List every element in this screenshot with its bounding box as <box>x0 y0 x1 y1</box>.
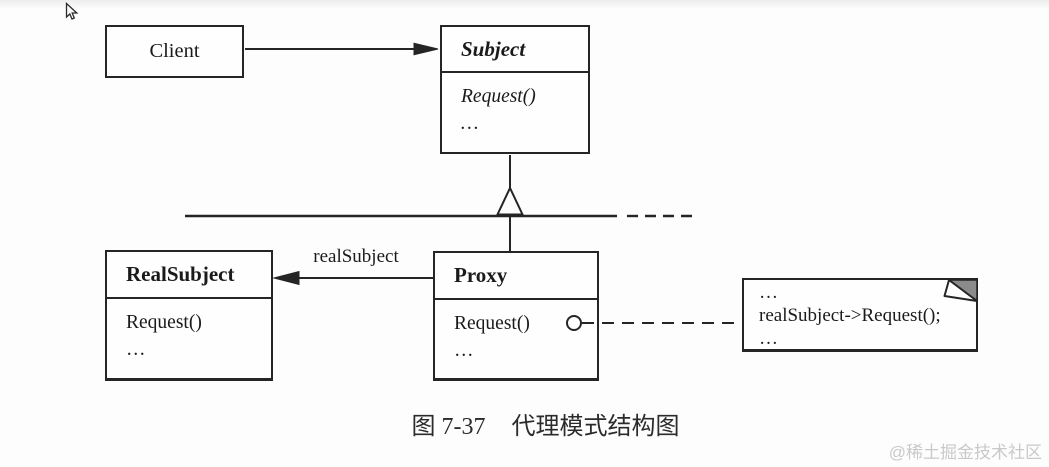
class-box-client: Client <box>105 25 244 78</box>
figure-caption: 图 7-37 代理模式结构图 <box>0 406 1049 441</box>
method-request: Request() <box>126 312 202 333</box>
mouse-cursor-icon <box>65 2 79 20</box>
note-line: … <box>759 328 778 349</box>
method-ellipsis: … <box>461 113 479 134</box>
client-subject-arrow <box>245 42 439 56</box>
class-title-client: Client <box>149 40 200 62</box>
class-methods-subject: Request() … <box>442 73 588 137</box>
class-title-proxy: Proxy <box>435 253 597 300</box>
class-box-proxy: Proxy Request() … <box>433 251 599 381</box>
association-label-realsubject: realSubject <box>313 246 399 267</box>
watermark-text: @稀土掘金技术社区 <box>888 443 1042 462</box>
method-ellipsis: … <box>126 339 146 360</box>
method-request: Request() <box>461 86 536 107</box>
proxy-realsubject-arrow <box>272 270 433 286</box>
note-line: … <box>759 282 778 303</box>
class-box-realsubject: RealSubject Request() … <box>105 250 273 381</box>
class-methods-proxy: Request() … <box>435 300 597 364</box>
class-title-subject: Subject <box>442 27 588 73</box>
figure-number: 图 7-37 <box>411 414 486 440</box>
figure-title: 代理模式结构图 <box>511 414 680 440</box>
uml-note: … realSubject->Request(); … <box>742 278 978 352</box>
inheritance-connector <box>185 155 699 251</box>
method-request: Request() <box>454 313 530 334</box>
class-methods-realsubject: Request() … <box>107 299 271 363</box>
method-ellipsis: … <box>454 340 474 361</box>
class-box-subject: Subject Request() … <box>440 25 590 154</box>
class-title-realsubject: RealSubject <box>107 252 271 299</box>
note-line: realSubject->Request(); <box>759 305 941 326</box>
